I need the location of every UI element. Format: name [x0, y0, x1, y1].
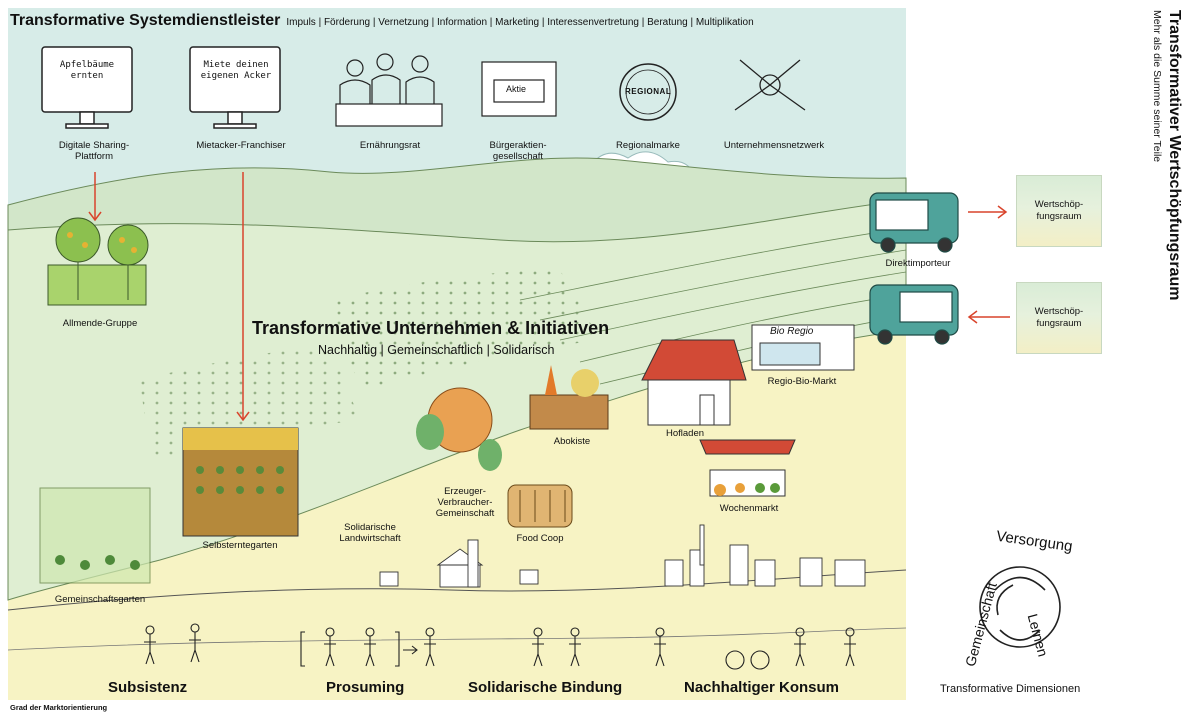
mietacker-screen-text: Miete deinen eigenen Acker — [200, 60, 272, 81]
regio-sign-text: Bio Regio — [770, 326, 814, 337]
side-title: Transformativer Wertschöpfungsraum — [1166, 10, 1183, 301]
label-solawi: Solidarische Landwirtschaft — [339, 522, 401, 544]
center-title: Transformative Unternehmen & Initiativen — [252, 318, 610, 338]
label-gemeinschaftsgarten: Gemeinschaftsgarten — [54, 594, 146, 605]
label-wochenmarkt: Wochenmarkt — [719, 503, 779, 514]
label-allmende: Allmende-Gruppe — [62, 318, 138, 329]
label-selbsterntegarten: Selbsterntegarten — [202, 540, 278, 551]
aktie-sign-text: Aktie — [506, 84, 527, 94]
dimensions-caption: Transformative Dimensionen — [940, 683, 1081, 695]
wertschoepfungsraum-box-top: Wertschöp- fungsraum — [1016, 175, 1102, 247]
label-regio-bio-markt: Regio-Bio-Markt — [767, 376, 837, 387]
header-title-row: Transformative Systemdienstleister Impuls… — [10, 12, 754, 30]
label-mietacker: Mietacker-Franchiser — [196, 140, 286, 151]
header-tags: Impuls | Förderung | Vernetzung | Inform… — [286, 17, 754, 28]
label-regionalmarke: Regionalmarke — [616, 140, 680, 151]
label-ernaehrungsrat: Ernährungsrat — [359, 140, 421, 151]
label-sharing-platform: Digitale Sharing- Plattform — [58, 140, 130, 162]
category-solidarische-bindung: Solidarische Bindung — [468, 679, 623, 696]
label-food-coop: Food Coop — [516, 533, 564, 544]
sharing-screen-text: Apfelbäume ernten — [59, 60, 115, 81]
side-subtitle: Mehr als die Summe seiner Teile — [1151, 10, 1163, 163]
label-evg: Erzeuger- Verbraucher- Gemeinschaft — [435, 486, 495, 519]
label-hofladen: Hofladen — [665, 428, 705, 439]
header-title: Transformative Systemdienstleister — [10, 12, 281, 29]
label-buergeraktien: Bürgeraktien- gesellschaft — [489, 140, 547, 162]
category-prosuming: Prosuming — [326, 679, 405, 696]
category-subsistenz: Subsistenz — [108, 679, 188, 696]
regional-seal-text: REGIONAL — [625, 87, 672, 96]
footer-note: Grad der Marktorientierung — [10, 703, 108, 712]
wertschoepfungsraum-box-bottom: Wertschöp- fungsraum — [1016, 282, 1102, 354]
label-abokiste: Abokiste — [553, 436, 591, 447]
label-unternehmensnetzwerk: Unternehmensnetzwerk — [723, 140, 825, 151]
label-direktimporteur: Direktimporteur — [885, 258, 951, 269]
center-subtitle: Nachhaltig | Gemeinschaftlich | Solidari… — [318, 343, 555, 357]
category-nachhaltiger-konsum: Nachhaltiger Konsum — [684, 679, 840, 696]
